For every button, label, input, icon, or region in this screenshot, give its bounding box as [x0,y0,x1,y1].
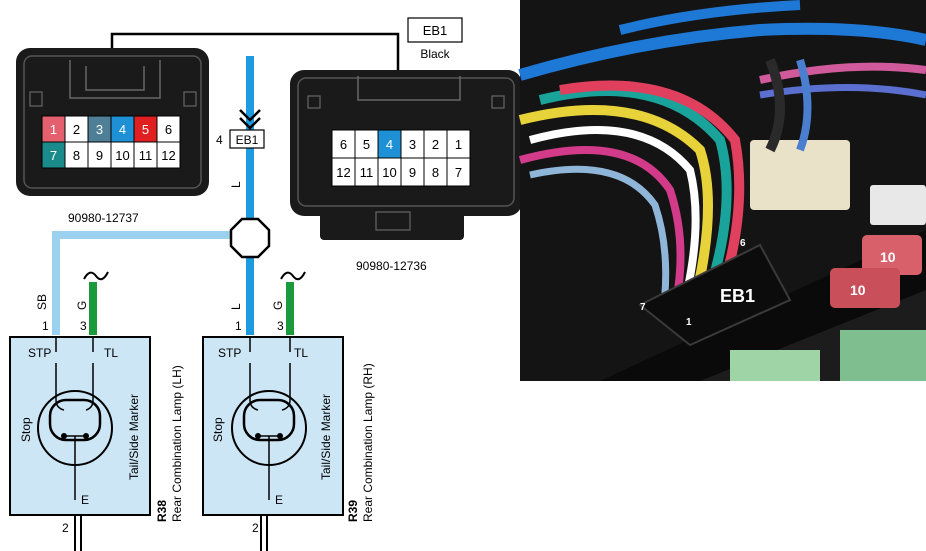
photo-pin-7: 7 [640,302,646,313]
sb-wire-pin: 1 [42,319,49,333]
rh-e-label: E [275,493,283,507]
wire-sb-branch [52,231,250,335]
rh-tail-label: Tail/Side Marker [319,394,333,480]
main-wire-connector-tag [229,129,265,149]
pin-number: 5 [142,122,149,137]
rh-ground-color: G [271,301,285,310]
pin-number: 11 [360,165,374,180]
lh-e-pin: 2 [62,521,69,535]
main-wire-connector-label: EB1 [236,133,259,147]
rear-combination-lamp-rh [202,336,344,551]
pin-number: 12 [336,165,350,180]
rh-lamp-name: Rear Combination Lamp (RH) [361,363,375,522]
pin-number: 11 [139,148,153,163]
rear-combination-lamp-lh [9,336,151,551]
lh-stp-label: STP [28,346,51,360]
rh-ground-break-icon [280,271,306,281]
pin-number: 4 [386,137,393,152]
eb1-color-label: Black [420,47,450,61]
lh-lamp-code: R38 [155,500,169,522]
pin-number: 8 [432,165,439,180]
lh-stop-label: Stop [19,417,33,442]
lh-ground-break-icon [83,271,109,281]
photo-fuse-label-1: 10 [880,249,896,265]
pin-number: 3 [409,137,416,152]
junction-octagon [229,217,271,259]
photo-pin-1: 1 [686,317,692,328]
pin-number: 7 [455,165,462,180]
rh-main-pin: 1 [235,319,242,333]
photo-connector-label: EB1 [720,286,755,306]
pin-number: 2 [432,137,439,152]
rh-stp-label: STP [218,346,241,360]
rh-main-color: L [229,303,243,310]
main-wire-color: L [229,181,243,188]
lh-e-label: E [81,493,89,507]
connector-link-bracket [110,32,400,70]
lh-lamp-name: Rear Combination Lamp (LH) [170,365,184,522]
rh-e-pin: 2 [252,521,259,535]
connector-eb1: 6 5 4 3 2 1 12 11 10 9 8 7 [290,70,522,240]
pin-cell [446,157,471,187]
rh-stop-label: Stop [211,417,225,442]
rh-tl-label: TL [294,346,308,360]
chevron-down-icon [239,109,261,130]
pin-number: 12 [161,148,175,163]
right-connector-part-number: 90980-12736 [356,259,427,273]
pin-number: 1 [455,137,462,152]
pin-cell [156,141,181,169]
pin-number: 3 [96,122,103,137]
pin-number: 6 [340,137,347,152]
pin-number: 9 [96,148,103,163]
lh-ground-color: G [75,301,89,310]
pin-number: 4 [119,122,126,137]
eb1-label: EB1 [423,23,448,38]
rh-lamp-code: R39 [346,500,360,522]
pin-number: 1 [50,122,57,137]
wires [52,56,294,335]
pin-number: 7 [50,148,57,163]
pin-number: 10 [115,148,129,163]
rh-ground-pin: 3 [277,319,284,333]
left-connector-part-number: 90980-12737 [68,211,139,225]
main-wire-pin: 4 [216,133,223,147]
photo-pin-6: 6 [740,238,746,249]
pin-number: 10 [382,165,396,180]
eb1-label-box [407,17,463,43]
pin-number: 2 [73,122,80,137]
lh-tl-label: TL [104,346,118,360]
pin-number: 8 [73,148,80,163]
lh-tail-label: Tail/Side Marker [127,394,141,480]
pin-number: 9 [409,165,416,180]
sb-wire-color: SB [35,294,49,310]
pin-number: 6 [165,122,172,137]
pin-number: 5 [363,137,370,152]
lh-ground-pin: 3 [80,319,87,333]
photo-fuse-label-2: 10 [850,282,866,298]
connector-photo: 10 10 EB1 6 7 1 [518,0,926,381]
